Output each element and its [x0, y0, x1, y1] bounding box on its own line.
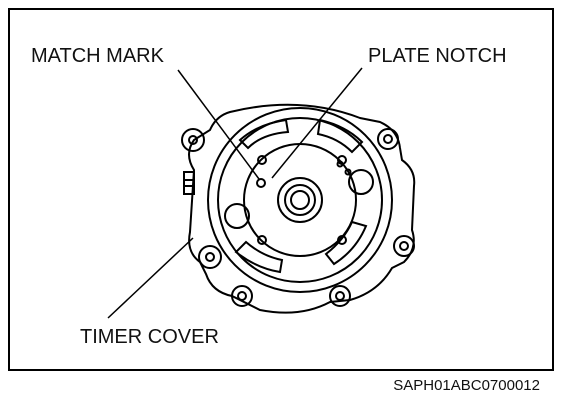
mounting-bosses	[181, 128, 415, 307]
match-mark-dot	[256, 178, 266, 188]
large-holes	[224, 169, 374, 229]
figure-code: SAPH01ABC0700012	[393, 377, 540, 394]
side-plug	[183, 171, 195, 195]
plate-notch-label: PLATE NOTCH	[368, 45, 507, 67]
plate-bolt-holes	[257, 155, 352, 245]
inner-rings	[207, 107, 393, 293]
timer-cover-label: TIMER COVER	[80, 326, 219, 348]
match-mark-label: MATCH MARK	[31, 45, 164, 67]
leader-lines	[107, 67, 363, 319]
center-hub	[277, 177, 323, 223]
